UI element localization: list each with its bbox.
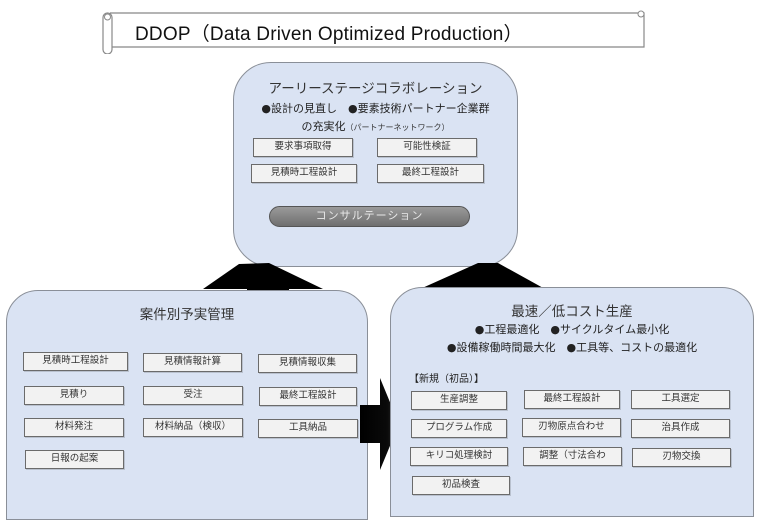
consultation-button: コンサルテーション (269, 206, 470, 227)
process-box: 最終工程設計 (524, 390, 620, 409)
process-box: 治具作成 (631, 419, 730, 438)
process-box: 刃物交換 (632, 448, 731, 467)
early-stage-panel: アーリーステージコラボレーション ●設計の見直し ●要素技術パートナー企業群 の… (233, 62, 518, 267)
bullet-note: （パートナーネットワーク） (345, 123, 450, 132)
process-box: キリコ処理検討 (410, 447, 508, 466)
process-box: 生産調整 (411, 391, 507, 410)
process-box: 要求事項取得 (253, 138, 353, 157)
process-box: 工具納品 (258, 419, 358, 438)
title-banner: DDOP（Data Driven Optimized Production） (100, 9, 648, 54)
process-box: 見積り (24, 386, 124, 405)
process-box: 日報の起案 (25, 450, 124, 469)
arrow-shape (203, 263, 323, 301)
process-box: 見積時工程設計 (23, 352, 128, 371)
process-box: 最終工程設計 (259, 387, 357, 406)
bullet-main: の充実化 (301, 120, 346, 133)
section-label-new-first-article: 【新規（初品）】 (409, 374, 484, 385)
production-bullets-1: ●工程最適化 ●サイクルタイム最小化 (474, 323, 670, 336)
process-box: 工具選定 (631, 390, 730, 409)
process-box: 調整（寸法合わ (523, 447, 622, 466)
production-title: 最速／低コスト生産 (511, 304, 633, 320)
process-box: 見積情報計算 (143, 353, 242, 372)
scroll-shape (102, 10, 645, 54)
early-stage-bullets-2: の充実化（パートナーネットワーク） (234, 118, 517, 134)
project-management-title: 案件別予実管理 (139, 307, 235, 323)
process-box: 刃物原点合わせ (522, 418, 621, 437)
process-box: 材料発注 (24, 418, 124, 437)
process-box: プログラム作成 (411, 419, 507, 438)
process-box: 受注 (143, 386, 243, 405)
early-stage-title: アーリーステージコラボレーション (268, 81, 483, 97)
process-box: 材料納品（検収） (143, 418, 243, 437)
process-box: 見積時工程設計 (251, 164, 357, 183)
up-arrow-left (203, 263, 323, 301)
process-box: 最終工程設計 (377, 164, 484, 183)
process-box: 見積情報収集 (258, 354, 357, 373)
diagram-title: DDOP（Data Driven Optimized Production） (135, 24, 523, 45)
production-panel: 最速／低コスト生産 ●工程最適化 ●サイクルタイム最小化 ●設備稼働時間最大化 … (390, 287, 754, 517)
arrow-shape (360, 378, 399, 470)
process-box: 可能性検証 (377, 138, 477, 157)
process-box: 初品検査 (412, 476, 510, 495)
right-arrow (360, 378, 399, 470)
project-management-panel: 案件別予実管理 見積時工程設計 見積情報計算 見積情報収集 見積り 受注 最終工… (6, 290, 368, 520)
early-stage-bullets-1: ●設計の見直し ●要素技術パートナー企業群 (261, 102, 490, 115)
production-bullets-2: ●設備稼働時間最大化 ●工具等、コストの最適化 (446, 341, 698, 354)
